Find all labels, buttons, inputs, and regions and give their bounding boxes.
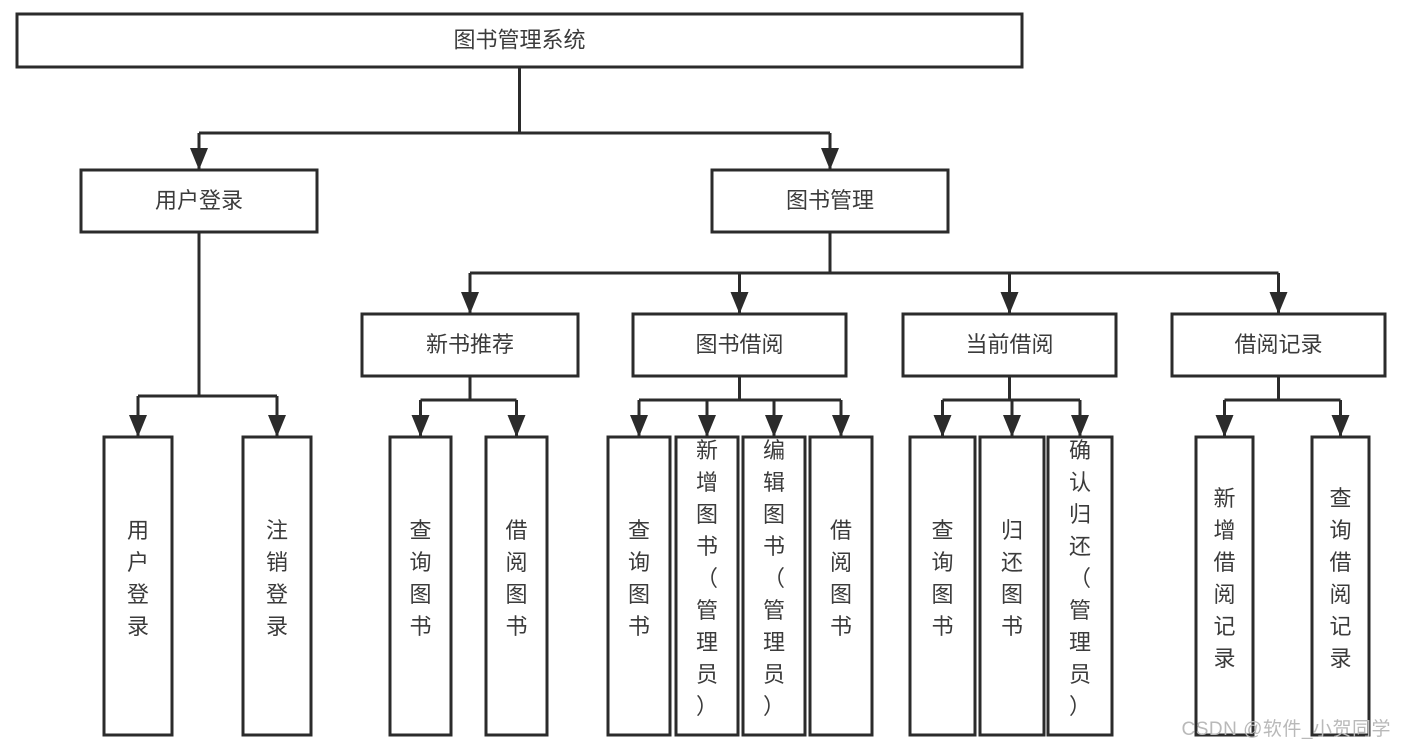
node-leaf-confirm-return[interactable]: 确认归还（管理员） xyxy=(1046,435,1114,737)
node-leaf-add-book-admin-label: 新增图书（管理员） xyxy=(696,438,718,719)
node-leaf-query-book-2[interactable]: 查询图书 xyxy=(606,435,672,737)
node-leaf-query-book-1-label: 查询图书 xyxy=(409,518,431,639)
node-book-manage[interactable]: 图书管理 xyxy=(710,168,950,234)
arrow-head-icon xyxy=(507,415,526,437)
node-leaf-confirm-return-label: 确认归还（管理员） xyxy=(1069,438,1091,719)
node-root-system-label: 图书管理系统 xyxy=(453,27,585,52)
arrow-head-icon xyxy=(411,415,430,437)
edge-layer xyxy=(129,67,1350,437)
node-book-borrow-box[interactable] xyxy=(631,312,848,378)
node-book-manage-label: 图书管理 xyxy=(786,188,874,213)
node-new-book-recommend-label: 新书推荐 xyxy=(426,332,514,357)
node-leaf-edit-book-admin[interactable]: 编辑图书（管理员） xyxy=(741,435,807,737)
arrow-head-icon xyxy=(1331,415,1350,437)
node-leaf-query-book-3-label: 查询图书 xyxy=(931,518,953,639)
arrow-head-icon xyxy=(630,415,648,437)
arrow-head-icon xyxy=(1003,415,1021,437)
node-leaf-borrow-book-2[interactable]: 借阅图书 xyxy=(808,435,874,737)
arrow-head-icon xyxy=(1000,292,1019,314)
node-current-borrow-box[interactable] xyxy=(901,312,1118,378)
node-leaf-edit-book-admin-box[interactable] xyxy=(741,435,807,737)
arrow-head-icon xyxy=(1269,292,1288,314)
node-user-login-label: 用户登录 xyxy=(155,188,243,213)
node-current-borrow-label: 当前借阅 xyxy=(965,332,1053,357)
node-borrow-record-box[interactable] xyxy=(1170,312,1387,378)
node-new-book-recommend-box[interactable] xyxy=(360,312,580,378)
node-leaf-add-book-admin-box[interactable] xyxy=(674,435,740,737)
node-leaf-confirm-return-box[interactable] xyxy=(1046,435,1114,737)
arrow-head-icon xyxy=(268,415,286,437)
node-leaf-logout-login-label: 注销登录 xyxy=(266,518,288,639)
node-root-system-box[interactable] xyxy=(15,12,1024,69)
node-leaf-add-book-admin[interactable]: 新增图书（管理员） xyxy=(674,435,740,737)
node-book-borrow-label: 图书借阅 xyxy=(695,332,783,357)
node-user-login[interactable]: 用户登录 xyxy=(79,168,319,234)
node-borrow-record-label: 借阅记录 xyxy=(1234,332,1322,357)
arrow-head-icon xyxy=(821,148,839,170)
arrow-head-icon xyxy=(1071,415,1089,437)
node-book-manage-box[interactable] xyxy=(710,168,950,234)
node-leaf-borrow-book-2-label: 借阅图书 xyxy=(830,518,852,639)
node-leaf-query-record-label: 查询借阅记录 xyxy=(1329,486,1351,671)
node-leaf-borrow-book-1[interactable]: 借阅图书 xyxy=(484,435,549,737)
node-leaf-borrow-book-1-box[interactable] xyxy=(484,435,549,737)
node-borrow-record[interactable]: 借阅记录 xyxy=(1170,312,1387,378)
arrow-head-icon xyxy=(129,415,147,437)
node-user-login-box[interactable] xyxy=(79,168,319,234)
node-leaf-query-record-box[interactable] xyxy=(1310,435,1371,737)
node-leaf-query-book-1[interactable]: 查询图书 xyxy=(388,435,453,737)
node-layer: 图书管理系统用户登录图书管理新书推荐图书借阅当前借阅借阅记录用户登录注销登录查询… xyxy=(15,12,1387,737)
node-leaf-add-record-label: 新增借阅记录 xyxy=(1213,486,1235,671)
node-leaf-add-record[interactable]: 新增借阅记录 xyxy=(1194,435,1255,737)
node-leaf-query-book-1-box[interactable] xyxy=(388,435,453,737)
arrow-head-icon xyxy=(765,415,783,437)
node-leaf-borrow-book-2-box[interactable] xyxy=(808,435,874,737)
node-leaf-borrow-book-1-label: 借阅图书 xyxy=(505,518,527,639)
arrow-head-icon xyxy=(933,415,952,437)
arrow-head-icon xyxy=(1215,415,1234,437)
node-leaf-return-book-box[interactable] xyxy=(978,435,1046,737)
node-leaf-user-login-label: 用户登录 xyxy=(127,518,149,639)
node-leaf-edit-book-admin-label: 编辑图书（管理员） xyxy=(763,438,785,719)
node-leaf-query-book-3-box[interactable] xyxy=(908,435,977,737)
node-leaf-user-login-box[interactable] xyxy=(102,435,174,737)
node-leaf-return-book[interactable]: 归还图书 xyxy=(978,435,1046,737)
node-leaf-logout-login-box[interactable] xyxy=(241,435,313,737)
node-leaf-query-record[interactable]: 查询借阅记录 xyxy=(1310,435,1371,737)
node-leaf-query-book-2-box[interactable] xyxy=(606,435,672,737)
node-leaf-logout-login[interactable]: 注销登录 xyxy=(241,435,313,737)
node-leaf-return-book-label: 归还图书 xyxy=(1001,518,1023,639)
arrow-head-icon xyxy=(190,148,208,170)
node-book-borrow[interactable]: 图书借阅 xyxy=(631,312,848,378)
arrow-head-icon xyxy=(698,415,716,437)
node-new-book-recommend[interactable]: 新书推荐 xyxy=(360,312,580,378)
node-leaf-query-book-2-label: 查询图书 xyxy=(628,518,650,639)
node-current-borrow[interactable]: 当前借阅 xyxy=(901,312,1118,378)
node-leaf-query-book-3[interactable]: 查询图书 xyxy=(908,435,977,737)
arrow-head-icon xyxy=(461,292,479,314)
node-leaf-add-record-box[interactable] xyxy=(1194,435,1255,737)
node-root-system[interactable]: 图书管理系统 xyxy=(15,12,1024,69)
arrow-head-icon xyxy=(832,415,850,437)
node-leaf-user-login[interactable]: 用户登录 xyxy=(102,435,174,737)
arrow-head-icon xyxy=(730,292,749,314)
